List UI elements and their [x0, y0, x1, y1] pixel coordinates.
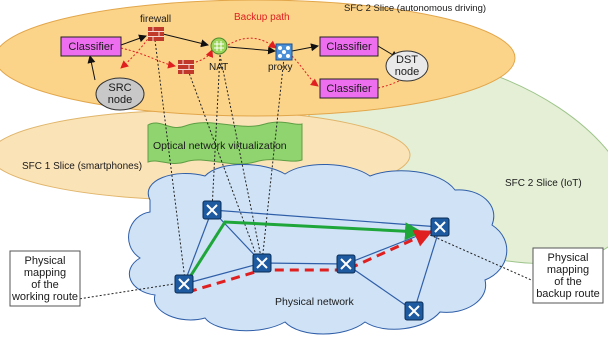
src-node-label: SRC: [108, 82, 131, 94]
sfc2-iot-label: SFC 2 Slice (IoT): [505, 178, 582, 189]
working-mapping-line: Physical: [25, 255, 66, 267]
backup-route: [187, 229, 433, 294]
working-mapping-line: working route: [11, 291, 78, 303]
backup-path-label: Backup path: [234, 12, 290, 23]
classifier-box: Classifier: [319, 36, 379, 57]
firewall-icon: [178, 60, 194, 74]
src-node: SRC node: [95, 77, 145, 111]
virtualization-label: Optical network virtualization: [153, 140, 287, 152]
router-icon: [252, 253, 272, 273]
nat-icon: [210, 37, 228, 55]
proxy-icon: [275, 43, 293, 61]
proxy-label: proxy: [268, 62, 292, 73]
router-icon: [202, 200, 222, 220]
mapping-lines: [71, 39, 539, 301]
working-route: [186, 220, 423, 281]
backup-mapping-line: mapping: [547, 264, 589, 276]
backup-mapping-line: backup route: [536, 288, 600, 300]
physical-cloud: [128, 164, 508, 335]
dst-node-label: node: [395, 66, 419, 78]
backup-mapping-box: Physical mapping of the backup route: [532, 247, 604, 304]
firewall-label: firewall: [140, 14, 171, 25]
router-icon: [174, 274, 194, 294]
working-mapping-line: mapping: [24, 267, 66, 279]
classifier-label: Classifier: [326, 83, 372, 95]
src-node-label: node: [108, 94, 132, 106]
dst-node: DST node: [385, 50, 429, 82]
firewall-icon: [148, 27, 164, 41]
classifier-box: Classifier: [319, 78, 379, 99]
router-icon: [430, 217, 450, 237]
sfc1-label: SFC 1 Slice (smartphones): [22, 161, 142, 172]
backup-mapping-line: Physical: [548, 252, 589, 264]
router-icon: [404, 301, 424, 321]
nat-label: NAT: [209, 62, 228, 73]
virtualization-banner: [147, 121, 303, 165]
classifier-label: Classifier: [326, 41, 372, 53]
sfc2-chain: [87, 33, 411, 89]
physical-network-label: Physical network: [275, 296, 355, 308]
backup-mapping-line: of the: [554, 276, 582, 288]
working-mapping-box: Physical mapping of the working route: [9, 250, 81, 307]
classifier-box: Classifier: [60, 36, 122, 57]
physical-links: [183, 209, 441, 312]
dst-node-label: DST: [396, 54, 418, 66]
router-icon: [336, 254, 356, 274]
sfc2-auto-label: SFC 2 Slice (autonomous driving): [344, 3, 486, 14]
router-icons: [174, 200, 450, 321]
classifier-label: Classifier: [68, 41, 114, 53]
working-mapping-line: of the: [31, 279, 59, 291]
